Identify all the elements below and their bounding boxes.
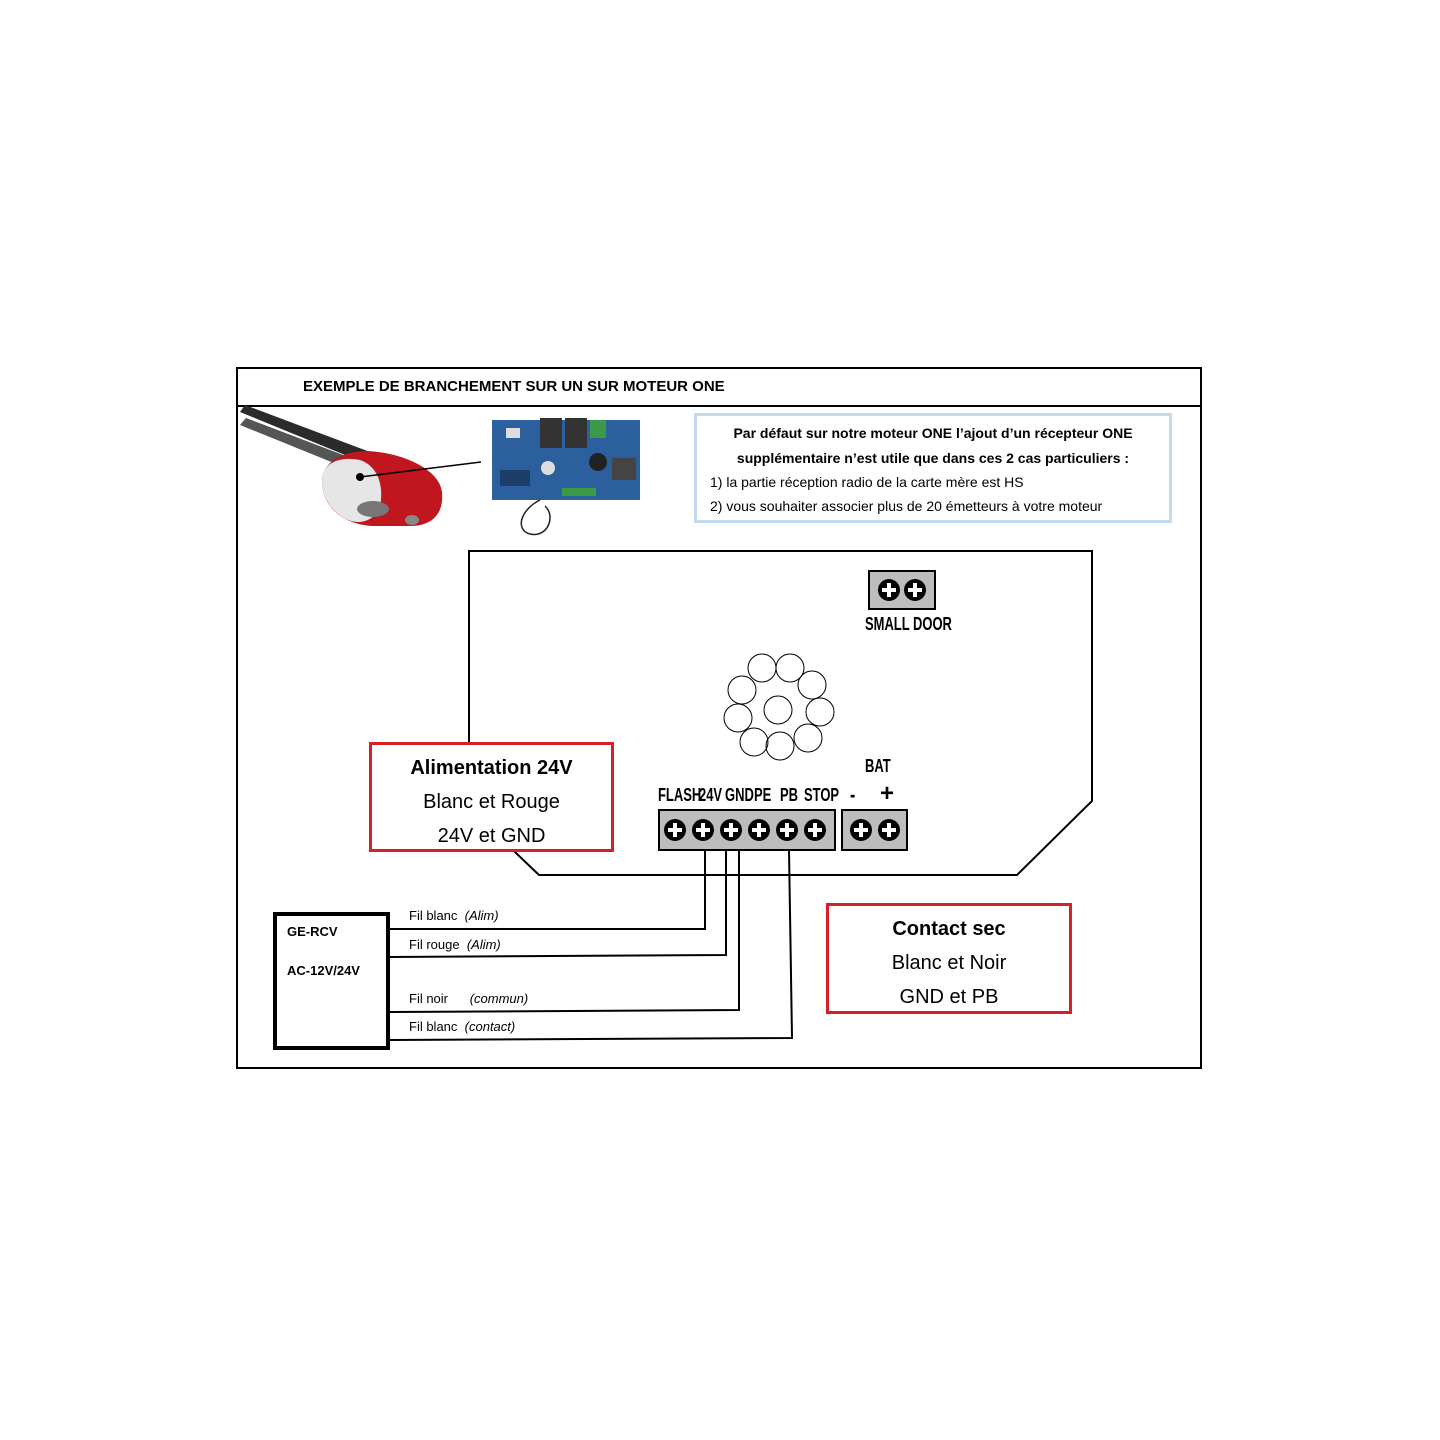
terminal-label-gnd: GND [725, 785, 754, 805]
wire-label-white-power: Fil blanc (Alim) [409, 908, 499, 923]
info-note: Par défaut sur notre moteur ONE l’ajout … [694, 413, 1172, 523]
screw-icon [776, 819, 798, 841]
info-item-2: 2) vous souhaiter associer plus de 20 ém… [710, 498, 1103, 514]
small-door-terminal [868, 570, 936, 610]
receiver-board-illustration [492, 418, 640, 536]
bat-minus-label: - [850, 782, 856, 807]
title-bar [236, 367, 1202, 407]
diagram-frame [236, 367, 1202, 1069]
wire-white-contact [389, 849, 794, 1041]
contact-callout-line-2: GND et PB [899, 986, 999, 1008]
info-item-1: 1) la partie réception radio de la carte… [710, 474, 1024, 490]
receiver-name: GE-RCV [287, 924, 338, 939]
diagram-title: EXEMPLE DE BRANCHEMENT SUR UN SUR MOTEUR… [303, 378, 725, 395]
terminal-label-flash: FLASH [658, 785, 702, 805]
bat-label: BAT [865, 756, 891, 776]
battery-terminal-block [841, 809, 908, 851]
screw-icon [878, 819, 900, 841]
terminal-label-24v: 24V [699, 785, 723, 805]
screw-icon [878, 579, 900, 601]
wire-white-power [390, 850, 706, 930]
wires [389, 849, 794, 1041]
wire-label-white-contact: Fil blanc (contact) [409, 1019, 516, 1034]
bat-plus-label: + [880, 780, 895, 807]
garage-motor-illustration [240, 405, 482, 526]
receiver-model: AC-12V/24V [287, 963, 360, 978]
screw-icon [664, 819, 686, 841]
power-callout-line-2: 24V et GND [437, 825, 546, 847]
small-door-label: SMALL DOOR [865, 614, 952, 634]
wire-label-black-common: Fil noir (commun) [409, 991, 529, 1006]
info-line-1: Par défaut sur notre moteur ONE l’ajout … [733, 425, 1133, 441]
receiver-module: GE-RCV AC-12V/24V [273, 912, 390, 1050]
terminal-label-pe: PE [754, 785, 772, 805]
power-callout-heading: Alimentation 24V [410, 757, 573, 779]
screw-icon [748, 819, 770, 841]
screw-icon [720, 819, 742, 841]
screw-icon [804, 819, 826, 841]
screw-icon [850, 819, 872, 841]
terminal-label-pb: PB [780, 785, 799, 805]
contact-callout-heading: Contact sec [892, 918, 1006, 940]
info-line-2: supplémentaire n’est utile que dans ces … [736, 450, 1130, 466]
power-callout-line-1: Blanc et Rouge [423, 791, 560, 813]
wire-label-red-power: Fil rouge (Alim) [409, 937, 501, 952]
wire-red-power [389, 850, 727, 958]
screw-icon [692, 819, 714, 841]
screw-icon [904, 579, 926, 601]
main-terminal-block [658, 809, 836, 851]
power-callout: Alimentation 24V Blanc et Rouge 24V et G… [369, 742, 614, 852]
contact-callout-line-1: Blanc et Noir [891, 952, 1007, 974]
wire-black-common [389, 850, 740, 1013]
buzzer-holes [723, 653, 835, 761]
contact-callout: Contact sec Blanc et Noir GND et PB [826, 903, 1072, 1014]
terminal-label-stop: STOP [804, 785, 840, 805]
